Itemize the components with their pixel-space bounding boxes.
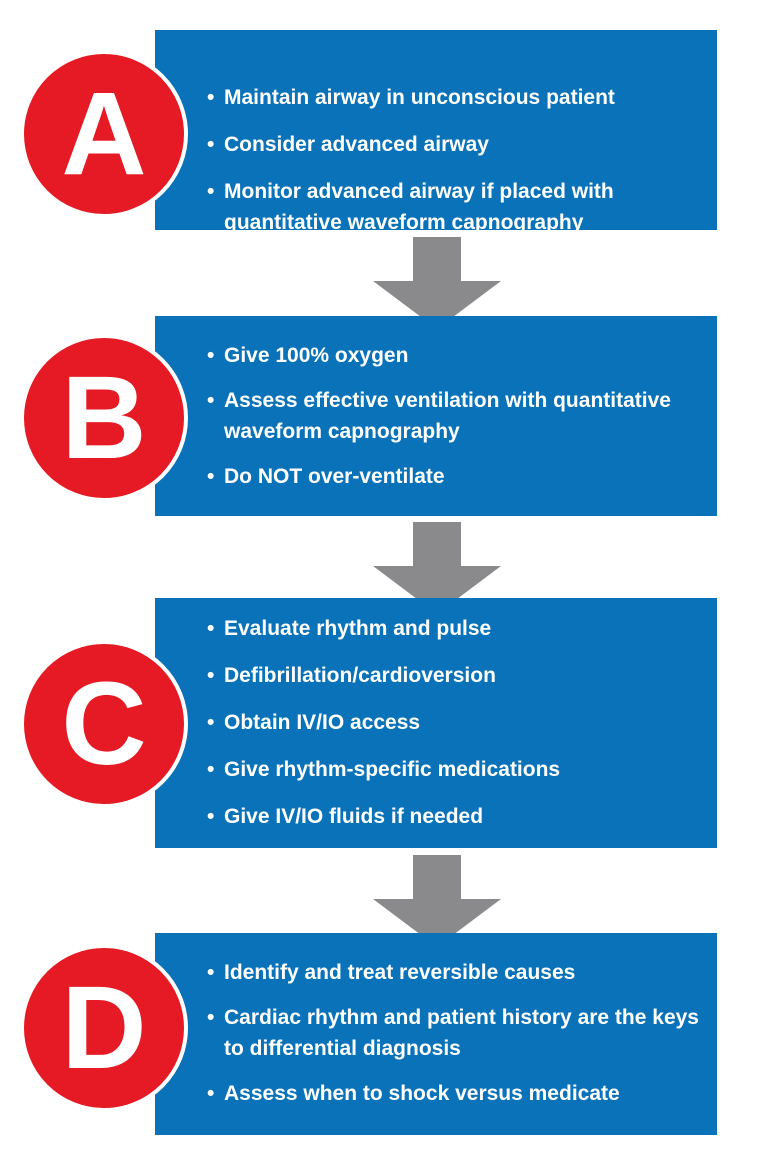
bullet-icon: • (207, 86, 215, 109)
step-b-badge: B (20, 334, 188, 502)
step-c-item-text: Give IV/IO fluids if needed (224, 805, 484, 828)
step-b-item: • Do NOT over-ventilate (207, 461, 699, 492)
step-a-item: • Consider advanced airway (207, 129, 699, 160)
bullet-icon: • (207, 389, 215, 412)
step-c-item-text: Defibrillation/cardioversion (224, 664, 496, 687)
step-c-item: • Give IV/IO fluids if needed (207, 801, 699, 832)
step-d-box: • Identify and treat reversible causes •… (155, 933, 717, 1135)
down-arrow-icon (373, 855, 501, 947)
step-c-item: • Evaluate rhythm and pulse (207, 613, 699, 644)
step-c-badge: C (20, 640, 188, 808)
step-b-box: • Give 100% oxygen • Assess effective ve… (155, 316, 717, 516)
bullet-icon: • (207, 805, 215, 828)
step-a-item: • Monitor advanced airway if placed with… (207, 176, 699, 238)
step-d-item-text: Assess when to shock versus medicate (224, 1082, 620, 1105)
step-a-badge: A (20, 50, 188, 218)
step-d-list: • Identify and treat reversible causes •… (207, 957, 699, 1109)
bullet-icon: • (207, 711, 215, 734)
step-d-item: • Identify and treat reversible causes (207, 957, 699, 988)
step-a-item-text: Maintain airway in unconscious patient (224, 86, 615, 109)
bullet-icon: • (207, 1082, 215, 1105)
step-c-item: • Give rhythm-specific medications (207, 754, 699, 785)
down-arrow-icon (373, 522, 501, 614)
bullet-icon: • (207, 133, 215, 156)
step-c-letter: C (61, 658, 147, 790)
step-a-item-text: Monitor advanced airway if placed with q… (224, 180, 614, 234)
step-b-item-text: Do NOT over-ventilate (224, 465, 445, 488)
step-c-item: • Defibrillation/cardioversion (207, 660, 699, 691)
bullet-icon: • (207, 617, 215, 640)
step-d-item: • Assess when to shock versus medicate (207, 1078, 699, 1109)
bullet-icon: • (207, 758, 215, 781)
step-d-letter: D (61, 962, 147, 1094)
step-b-item: • Assess effective ventilation with quan… (207, 385, 699, 447)
bullet-icon: • (207, 344, 215, 367)
step-a-item: • Maintain airway in unconscious patient (207, 82, 699, 113)
step-b-item-text: Give 100% oxygen (224, 344, 409, 367)
step-a-box: • Maintain airway in unconscious patient… (155, 30, 717, 234)
step-b-item-text: Assess effective ventilation with quanti… (224, 389, 671, 443)
bullet-icon: • (207, 465, 215, 488)
bullet-icon: • (207, 664, 215, 687)
step-c-list: • Evaluate rhythm and pulse • Defibrilla… (207, 613, 699, 832)
step-d-item-text: Identify and treat reversible causes (224, 961, 576, 984)
step-a-list: • Maintain airway in unconscious patient… (207, 82, 699, 238)
step-a-item-text: Consider advanced airway (224, 133, 489, 156)
step-c-item: • Obtain IV/IO access (207, 707, 699, 738)
step-b-letter: B (61, 352, 147, 484)
step-d-item: • Cardiac rhythm and patient history are… (207, 1002, 699, 1064)
down-arrow-icon (373, 237, 501, 329)
step-d-item-text: Cardiac rhythm and patient history are t… (224, 1006, 699, 1060)
step-c-item-text: Obtain IV/IO access (224, 711, 421, 734)
step-a-letter: A (61, 68, 147, 200)
step-c-box: • Evaluate rhythm and pulse • Defibrilla… (155, 598, 717, 848)
bullet-icon: • (207, 1006, 215, 1029)
step-b-item: • Give 100% oxygen (207, 340, 699, 371)
step-c-item-text: Evaluate rhythm and pulse (224, 617, 492, 640)
bullet-icon: • (207, 180, 215, 203)
step-b-list: • Give 100% oxygen • Assess effective ve… (207, 340, 699, 492)
bullet-icon: • (207, 961, 215, 984)
step-c-item-text: Give rhythm-specific medications (224, 758, 561, 781)
step-d-badge: D (20, 944, 188, 1112)
